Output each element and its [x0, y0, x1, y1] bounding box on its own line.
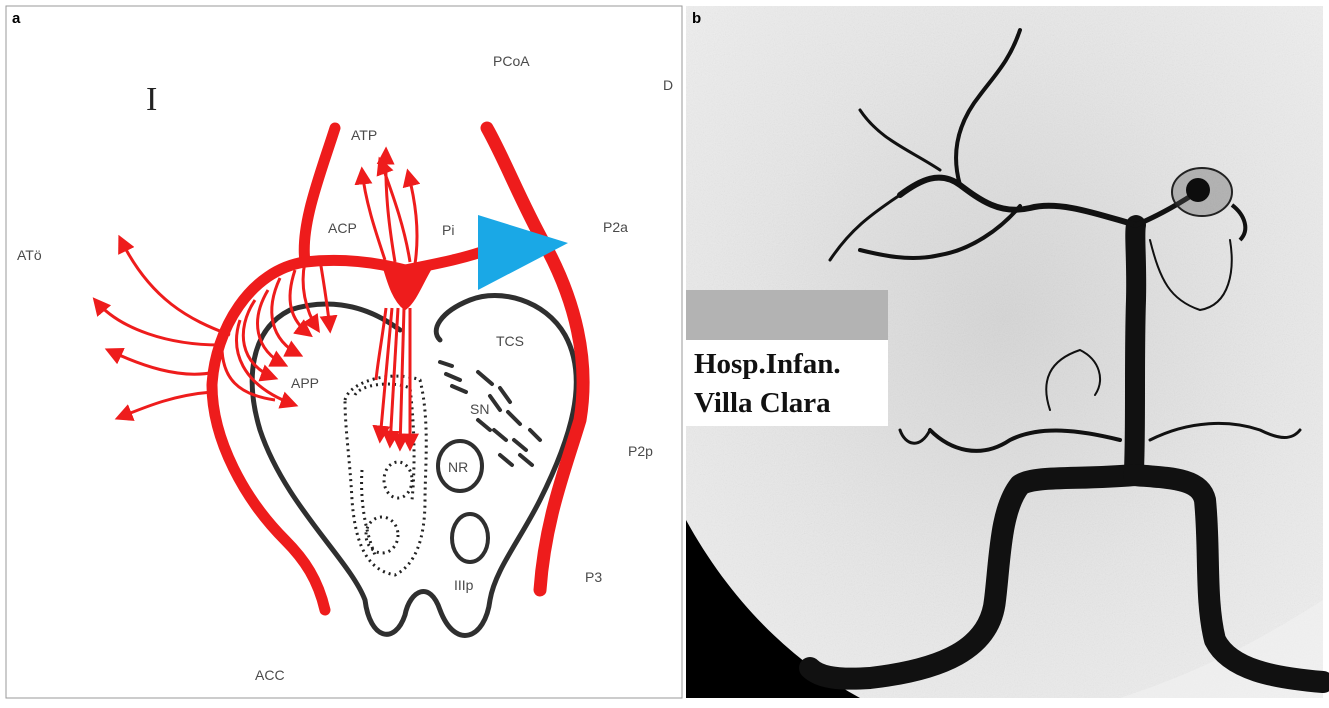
watermark-gray-bar — [686, 290, 888, 340]
label-pcoa: PCoA — [493, 53, 530, 69]
label-acc: ACC — [255, 667, 285, 683]
label-p2a: P2a — [603, 219, 628, 235]
basilar-artery — [1134, 225, 1136, 470]
label-sn: SN — [470, 401, 489, 417]
panel-b-letter: b — [692, 10, 701, 27]
label-p3: P3 — [585, 569, 602, 585]
panel-a-letter: a — [12, 10, 20, 27]
label-pi: Pi — [442, 222, 454, 238]
label-tcs: TCS — [496, 333, 524, 349]
label-app: APP — [291, 375, 319, 391]
label-atp: ATP — [351, 127, 377, 143]
label-acp: ACP — [328, 220, 357, 236]
panel-a-diagram: I PCoA D ATP ACP Pi P2a ATö TCS APP SN N… — [6, 6, 682, 698]
label-iiip: IIIp — [454, 577, 474, 593]
label-nr: NR — [448, 459, 468, 475]
label-d: D — [663, 77, 673, 93]
watermark-line-1: Hosp.Infan. — [694, 348, 841, 380]
panel-b-angiogram: Hosp.Infan. Villa Clara — [686, 6, 1323, 698]
label-p2p: P2p — [628, 443, 653, 459]
watermark-line-2: Villa Clara — [694, 387, 831, 419]
side-marker-label: I — [146, 81, 157, 118]
label-ato: ATö — [17, 247, 42, 263]
